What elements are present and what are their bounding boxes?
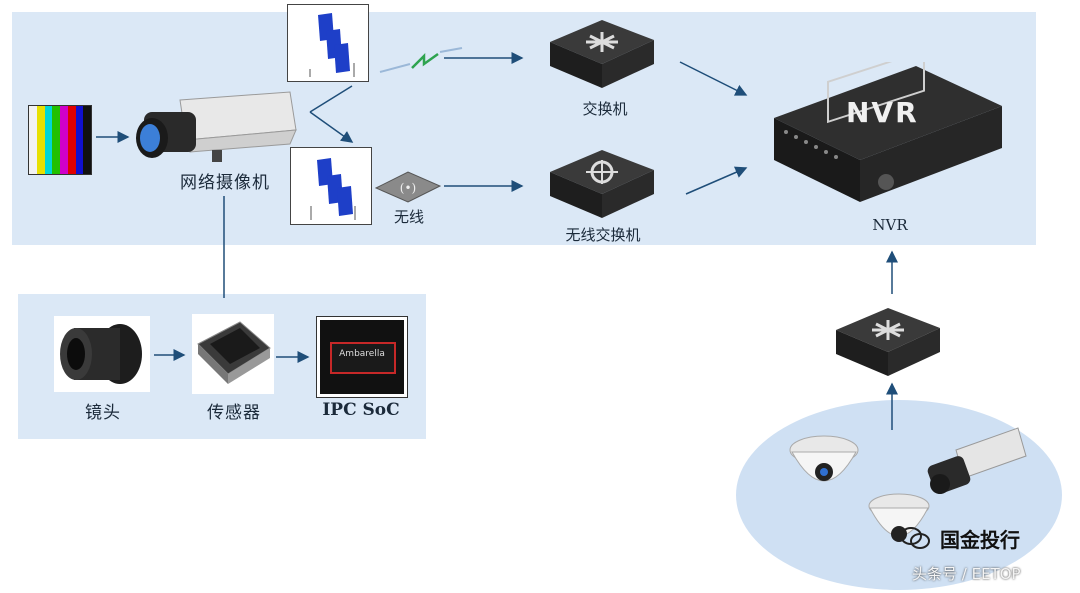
svg-text:(•): (•) [400,181,416,195]
sensor-icon [197,321,271,384]
wireless-link-dash [379,63,411,73]
lens-icon [60,324,142,384]
switch-icon [550,20,654,88]
wireless-link-dash-2 [439,47,463,53]
wechat-icon-svg [900,527,930,549]
soc-chip-text: Ambarella [339,349,385,359]
video-frames-bottom [290,147,372,225]
nvr-label: NVR [872,216,908,234]
video-frames-top-icon [309,13,355,77]
ipc-soc-label: IPC SoC [322,400,400,420]
network-camera-icon [136,91,297,162]
video-frames-top [287,4,369,82]
camera-switch-icon [836,308,940,376]
arrow-wireless-switch-to-nvr [685,166,748,195]
wireless-bolt [411,52,439,69]
video-frames-bottom-icon [310,158,356,220]
color-bars-image [28,105,92,175]
wireless-label: 无线 [393,208,424,226]
soc-chip-die [330,342,396,374]
bullet-camera-icon [927,427,1027,494]
nvr-face-text: NVR [846,96,919,129]
watermark-brand: 国金投行 [940,528,1020,552]
wechat-icon [900,526,930,550]
nvr-device-icon [774,62,1002,202]
soc-thumbnail: Ambarella [316,316,408,398]
lens-label: 镜头 [85,403,121,423]
wireless-switch-label: 无线交换机 [565,226,641,244]
network-camera-label: 网络摄像机 [180,173,270,193]
lens-thumbnail [54,316,150,392]
arrow-camera-split [309,85,352,142]
arrow-switch-to-nvr [679,61,748,96]
wireless-ap-icon: (•) [374,171,442,203]
switch-label: 交换机 [582,100,628,118]
sensor-label: 传感器 [207,403,261,423]
sensor-thumbnail [192,314,274,394]
wireless-switch-icon [550,150,654,218]
watermark-source: 头条号 / EETOP [912,565,1021,583]
dome-camera-1-icon [789,435,859,482]
